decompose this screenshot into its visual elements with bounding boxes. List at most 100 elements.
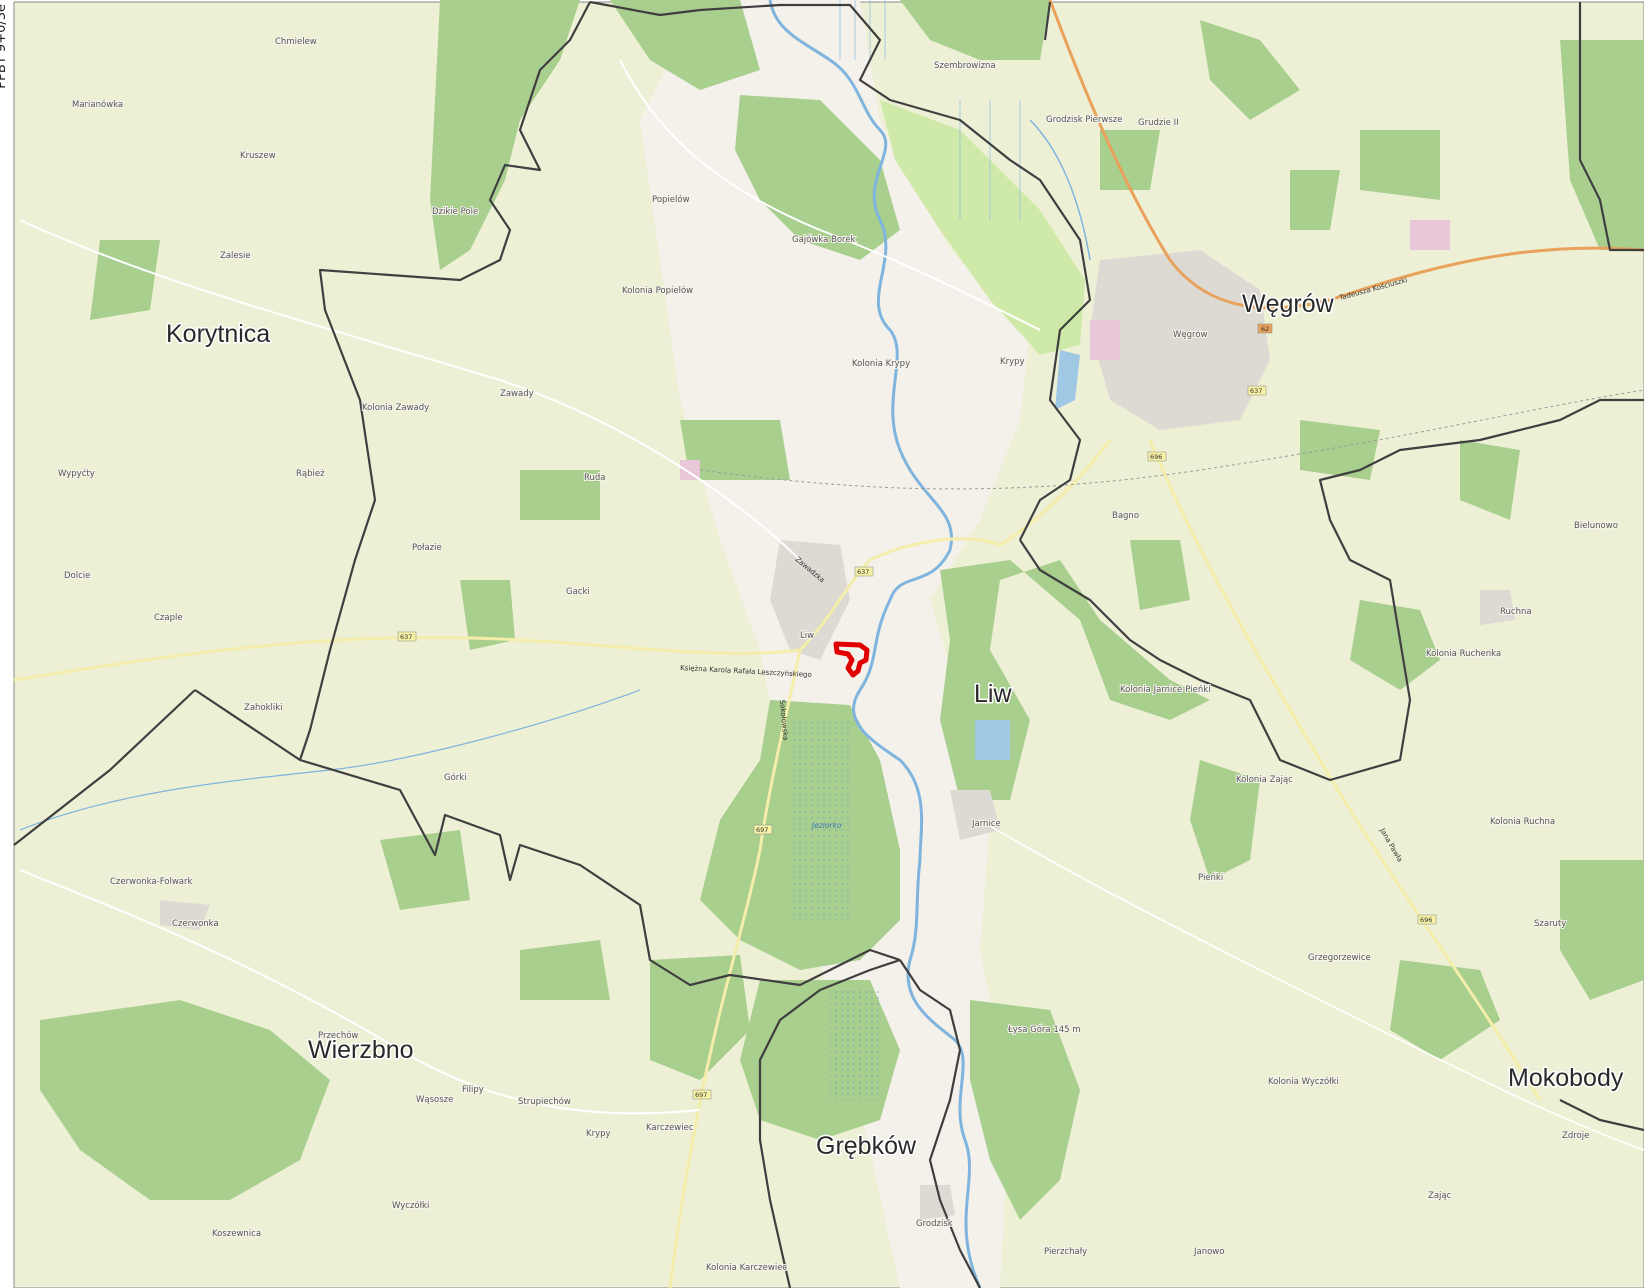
village-liw-town: Liw [800,631,814,641]
village-grodzisk-s: Grodzisk [916,1219,953,1229]
village-janowo: Janowo [1193,1247,1224,1257]
village-dzikie-pole: Dzikie Pole [432,207,478,217]
village-kolonia-karczewiec: Kolonia Karczewiec [706,1263,787,1273]
village-kolonia-ruchenka: Kolonia Ruchenka [1426,649,1501,659]
village-karczewiec: Karczewiec [646,1123,694,1133]
boundary-mokobody [1559,1099,1644,1132]
village-labels: Chmielew Marianówka Kruszew Zalesie Dzik… [57,36,1619,1274]
village-chmielew: Chmielew [275,37,317,47]
commune-labels: Korytnica Węgrów Liw Wierzbno Grębków Mo… [165,289,1626,1162]
water-layer [975,350,1080,760]
village-szaruty: Szaruty [1534,919,1566,929]
industrial-layer [680,220,1450,480]
village-czaple: Czaple [154,613,183,623]
road-637-west [13,635,801,682]
shield-637-west: 637 [400,633,412,641]
village-pienki: Pieńki [1198,873,1223,883]
village-kolonia-ruchna: Kolonia Ruchna [1490,817,1555,827]
village-popielow: Popielów [652,194,690,205]
village-wegrow-town: Węgrów [1173,329,1208,340]
highlighted-parcel[interactable] [833,641,870,678]
village-strupiechow: Strupiechów [518,1096,571,1107]
village-koszewnica: Koszewnica [212,1229,261,1239]
shield-637-liw: 637 [857,568,869,576]
village-kruszew: Kruszew [240,151,276,161]
village-zajac: Zając [1428,1191,1452,1201]
boundary-grebkow-west [758,958,901,1288]
wetland-layer [790,720,850,920]
commune-grebkow: Grębków [816,1132,917,1160]
village-kolonia-wyczolki: Kolonia Wyczółki [1268,1076,1339,1087]
village-bagno: Bagno [1112,511,1139,521]
commune-wegrow: Węgrów [1242,290,1335,318]
shield-697-mid: 697 [756,826,768,834]
village-zalesie: Zalesie [220,251,251,261]
village-szembrowizna: Szembrowizna [934,61,996,71]
local-road-b [619,59,1041,331]
village-gajowka-borek: Gajówka Borek [792,234,856,245]
village-kolonia-popielow: Kolonia Popielów [622,285,693,296]
village-krypy-s: Krypy [586,1129,611,1139]
village-dolcie: Dolcie [64,571,90,581]
urban-layer [160,250,1515,1220]
village-grudzie-ii: Grudzie II [1138,118,1179,128]
village-wypycty: Wypyćty [58,468,95,479]
road-637-east [798,439,1112,652]
road-696 [1148,439,1542,1101]
village-kolonia-jarnice: Kolonia Jarnice-Pieńki [1120,685,1211,695]
village-zahokliki: Zahokliki [244,703,283,713]
village-polazie: Połazie [412,543,442,553]
water-label-jeziorko: Jeziorko [810,821,842,830]
village-ruda: Ruda [584,473,606,483]
village-rabiez: Rąbież [296,469,325,479]
village-marianowka: Marianówka [72,99,123,110]
village-zdroje: Zdroje [1562,1131,1589,1141]
wetland-grebkow [830,990,880,1100]
road-697 [668,649,802,1288]
commune-korytnica: Korytnica [166,320,270,348]
commune-boundaries [13,0,1644,1288]
village-kolonia-zajac: Kolonia Zając [1236,775,1293,785]
boundary-west-lower [13,689,196,846]
village-bielunowo: Bielunowo [1574,521,1618,531]
village-kolonia-zawady: Kolonia Zawady [362,403,429,413]
boundary-top-left [1043,1,1052,41]
village-grodzisk-pierwsze: Grodzisk Pierwsze [1046,115,1122,125]
shield-697-south: 697 [695,1091,707,1099]
road-shields: 637 637 637 697 697 696 696 62 [397,323,1437,1100]
meadow-area [880,100,1085,355]
village-jarnice: Jarnice [971,819,1001,829]
shield-62: 62 [1261,325,1269,333]
roads-layer [13,0,1644,1288]
village-przechow: Przechów [318,1030,358,1041]
village-grzegorzewice: Grzegorzewice [1308,953,1371,963]
village-gacki: Gacki [566,587,590,597]
boundary-liw-north [589,0,1092,541]
boundary-east-upper [1578,2,1644,252]
boundary-liw-east [1019,398,1644,782]
shield-696-south: 696 [1420,916,1432,924]
commune-liw: Liw [974,680,1012,708]
shield-696-north: 696 [1150,453,1162,461]
river-liwiec [768,0,982,1288]
boundary-liw-west [298,1,591,761]
village-czerwonka-folwark: Czerwonka-Folwark [110,877,193,887]
local-road-a [19,219,801,561]
local-road-d [979,819,1644,1151]
stream-north [1029,119,1091,261]
boundary-grebkow-north [899,959,981,1288]
village-kolonia-krypy: Kolonia Krypy [852,359,910,369]
village-gorki: Górki [444,772,467,783]
village-czerwonka: Czerwonka [172,919,219,929]
boundary-liw-south [194,689,901,987]
village-zawady: Zawady [500,389,534,399]
village-wasosze: Wąsosze [416,1095,453,1105]
commune-wierzbno: Wierzbno [308,1036,414,1064]
road-label-sokolowska: Sokołowska [778,699,790,740]
village-wyczolki: Wyczółki [392,1200,429,1211]
village-ruchna: Ruchna [1500,607,1532,617]
village-lysa-gora: Łysa Góra 145 m [1007,1024,1081,1035]
village-filipy: Filipy [462,1085,484,1095]
